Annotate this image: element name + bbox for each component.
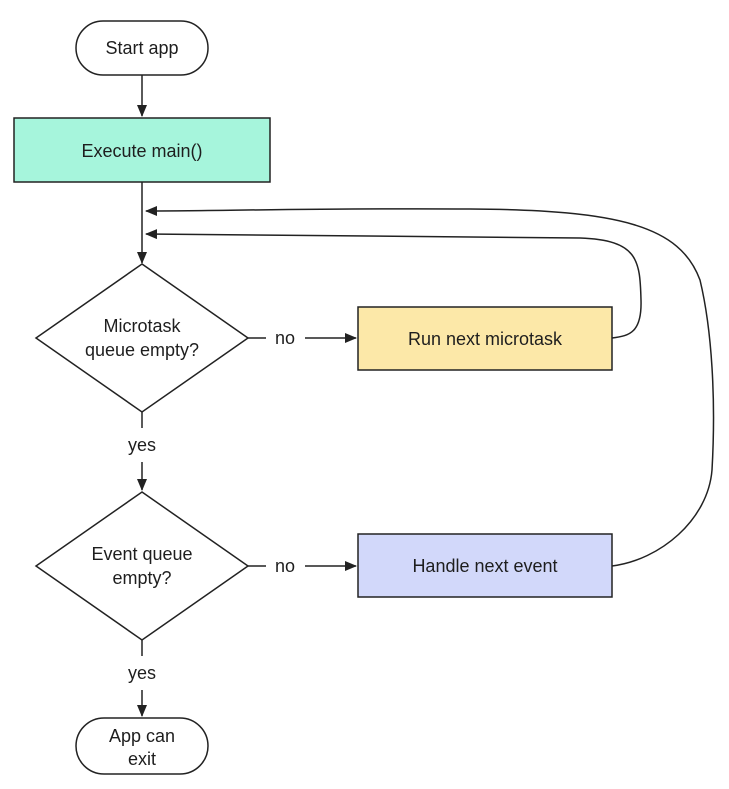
event-decision-line2: empty? [112,568,171,588]
microtask-decision-line2: queue empty? [85,340,199,360]
edge-handle-event-loop-back [145,205,715,567]
microtask-no-label: no [275,328,295,348]
start-label: Start app [105,38,178,58]
run-microtask-box [357,306,613,371]
microtask-yes-label: yes [128,435,156,455]
event-yes-label: yes [128,663,156,683]
execute-main-node: Execute main() [13,117,271,183]
handle-event-node: Handle next event [357,533,613,598]
start-node: Start app [75,20,209,76]
microtask-decision-line1: Microtask [103,316,181,336]
microtask-decision-node: Microtask queue empty? [34,263,250,413]
run-microtask-node: Run next microtask [357,306,613,371]
exit-label-line1: App can [109,726,175,746]
exit-node: App can exit [75,717,209,775]
event-decision-node: Event queue empty? [34,491,250,641]
handle-event-box [357,533,613,598]
execute-main-label: Execute main() [81,141,202,161]
run-microtask-label: Run next microtask [408,329,563,349]
edge-run-microtask-loop-back [145,229,642,339]
execute-main-box [13,117,271,183]
exit-label-line2: exit [128,749,156,769]
event-decision-line1: Event queue [91,544,192,564]
handle-event-label: Handle next event [412,556,557,576]
event-no-label: no [275,556,295,576]
